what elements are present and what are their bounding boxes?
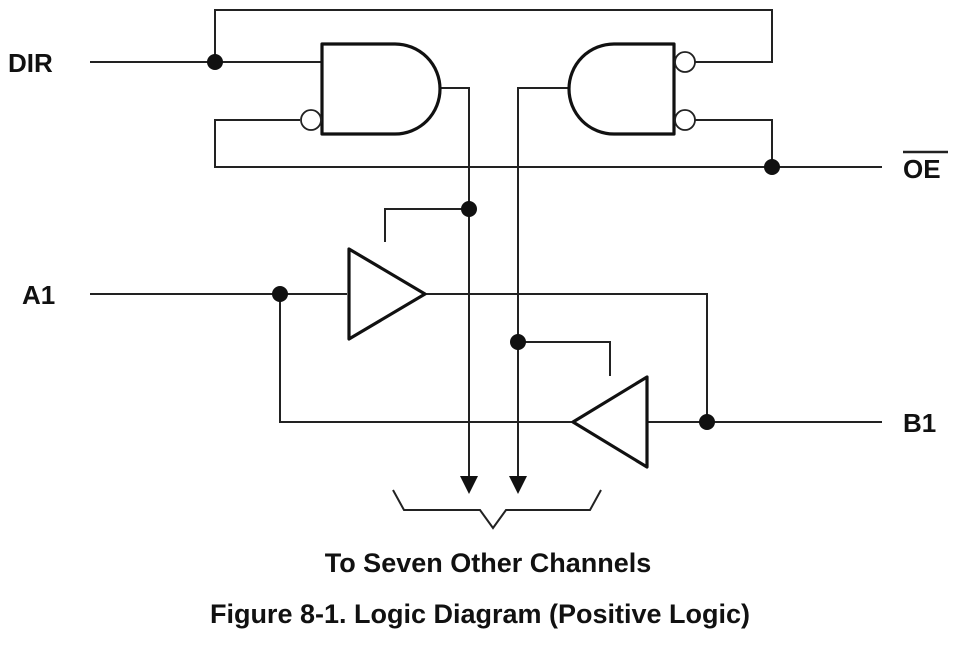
oe-label: OE [903,154,941,184]
inversion-bubble-left [300,109,322,131]
channels-brace [392,489,602,530]
buffer-b-to-a [571,375,649,469]
junction-dot-oe [764,159,780,175]
junction-dot-dir [207,54,223,70]
wires [90,9,882,480]
channels-label: To Seven Other Channels [325,548,652,578]
and-gate-right [567,42,676,136]
junction-dot-b1 [699,414,715,430]
b-to-a-enable-wire [518,341,611,376]
and-gate-left [320,42,442,136]
arrowhead-right [509,476,527,494]
junction-dot-b-to-a-enable [510,334,526,350]
arrowhead-left [460,476,478,494]
buffer-a-to-b [347,247,427,341]
a-to-b-enable-wire [384,208,469,242]
oe-input-wire [214,119,882,168]
a1-label: A1 [22,280,55,310]
figure-caption: Figure 8-1. Logic Diagram (Positive Logi… [210,599,750,629]
left-and-output-wire [430,87,470,480]
oe-tap-wire [694,119,773,167]
dir-top-loop-wire [214,9,773,63]
a-to-b-output-wire [425,293,708,422]
junction-dot-a1 [272,286,288,302]
dir-label: DIR [8,48,53,78]
b-to-a-output-wire [279,294,573,423]
junction-dot-a-to-b-enable [461,201,477,217]
b1-label: B1 [903,408,936,438]
inversion-bubble-right-top [674,51,696,73]
inversion-bubble-right-bottom [674,109,696,131]
